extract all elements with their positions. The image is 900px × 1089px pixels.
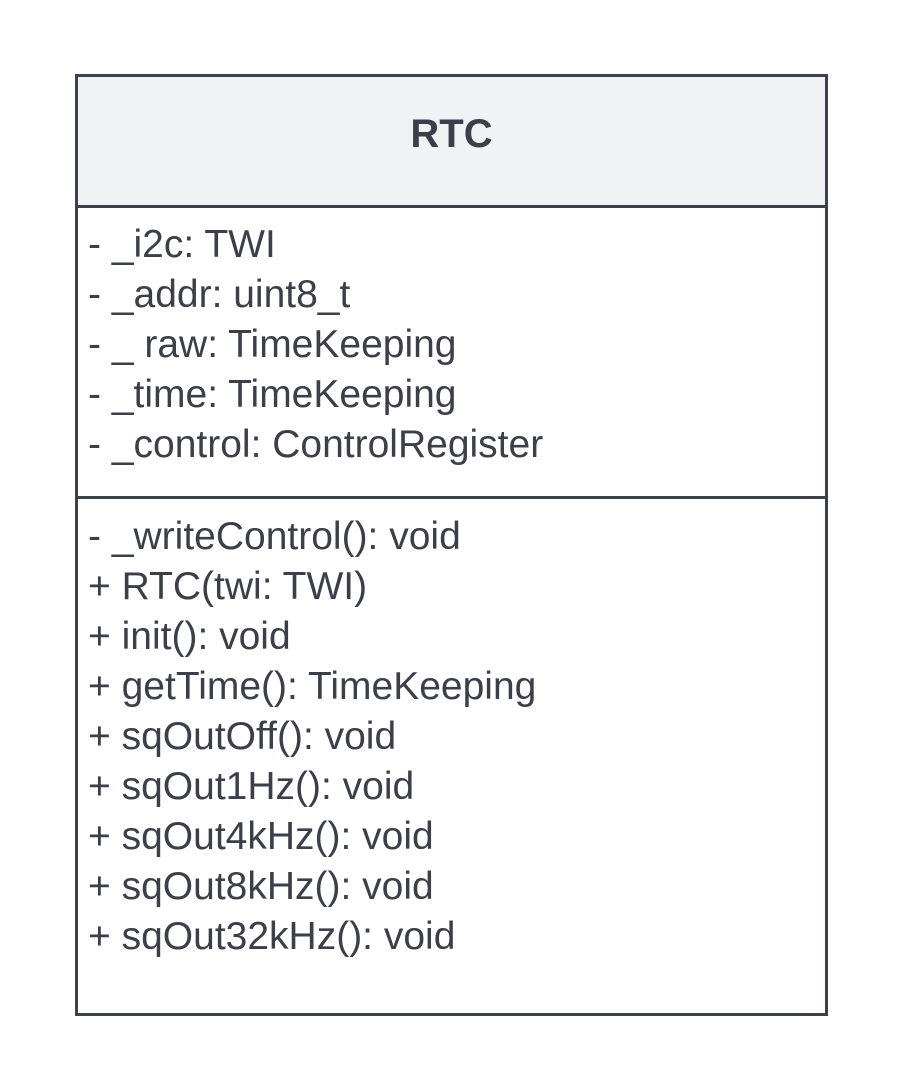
operation-sq-out-1hz: + sqOut1Hz(): void	[88, 765, 415, 808]
class-name: RTC	[410, 112, 493, 156]
operation-sq-out-8khz: + sqOut8kHz(): void	[88, 865, 434, 908]
operation-init: + init(): void	[88, 615, 291, 658]
attribute-control: - _control: ControlRegister	[88, 423, 544, 466]
attribute-addr: - _addr: uint8_t	[88, 273, 351, 316]
operation-sq-out-off: + sqOutOff(): void	[88, 715, 397, 758]
uml-class-box: RTC - _i2c: TWI - _addr: uint8_t - _ raw…	[75, 74, 828, 1016]
attribute-raw: - _ raw: TimeKeeping	[88, 323, 457, 366]
attribute-i2c: - _i2c: TWI	[88, 223, 276, 266]
operations-compartment: - _writeControl(): void + RTC(twi: TWI) …	[78, 499, 825, 962]
operation-get-time: + getTime(): TimeKeeping	[88, 665, 537, 708]
operation-sq-out-4khz: + sqOut4kHz(): void	[88, 815, 434, 858]
operation-sq-out-32khz: + sqOut32kHz(): void	[88, 915, 456, 958]
operation-constructor: + RTC(twi: TWI)	[88, 565, 368, 608]
attributes-compartment: - _i2c: TWI - _addr: uint8_t - _ raw: Ti…	[78, 208, 825, 499]
class-header: RTC	[78, 77, 825, 208]
operation-write-control: - _writeControl(): void	[88, 515, 461, 558]
attribute-time: - _time: TimeKeeping	[88, 373, 457, 416]
